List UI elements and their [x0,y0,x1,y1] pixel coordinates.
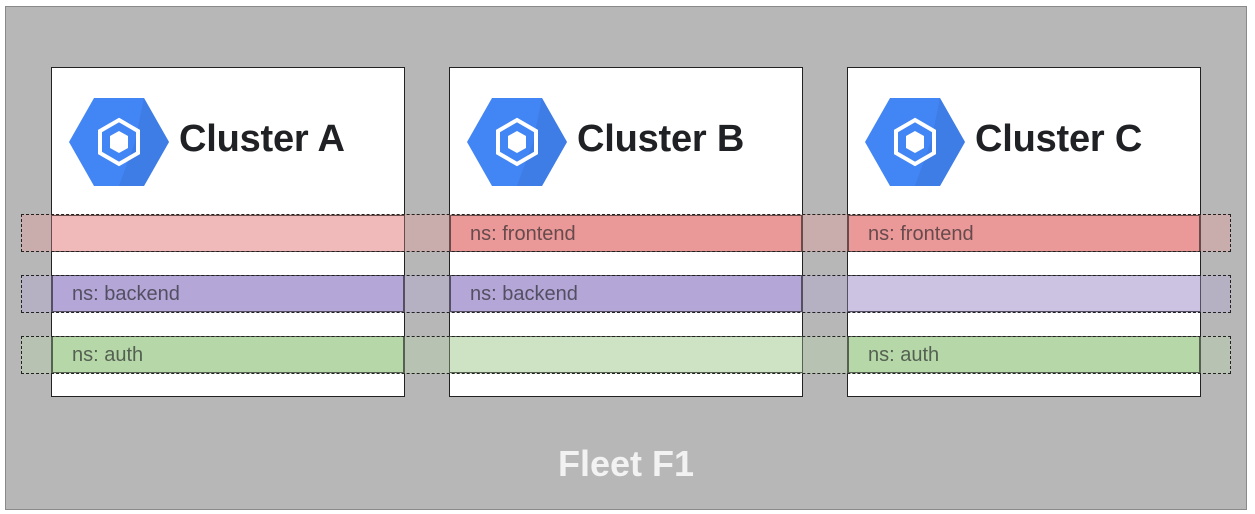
cluster-title: Cluster A [179,118,345,160]
fleet-label: Fleet F1 [557,443,695,484]
namespace-frontend: ns: frontend [848,215,1200,252]
namespace-backend: ns: backend [52,275,404,312]
gke-hexagon-icon [865,98,965,186]
cluster-header: Cluster B [450,68,802,216]
gke-hexagon-icon [69,98,169,186]
cluster-title: Cluster C [975,118,1143,160]
namespace-frontend: ns: frontend [450,215,802,252]
namespace-band-auth [21,336,1231,374]
namespace-auth-absent [450,336,802,373]
cluster-header: Cluster A [52,68,404,216]
gke-hexagon-icon [467,98,567,186]
namespace-band-frontend [21,214,1231,252]
cluster-title: Cluster B [577,118,745,160]
namespace-band-backend [21,275,1231,313]
cluster-header: Cluster C [848,68,1200,216]
namespace-backend-absent [848,275,1200,312]
